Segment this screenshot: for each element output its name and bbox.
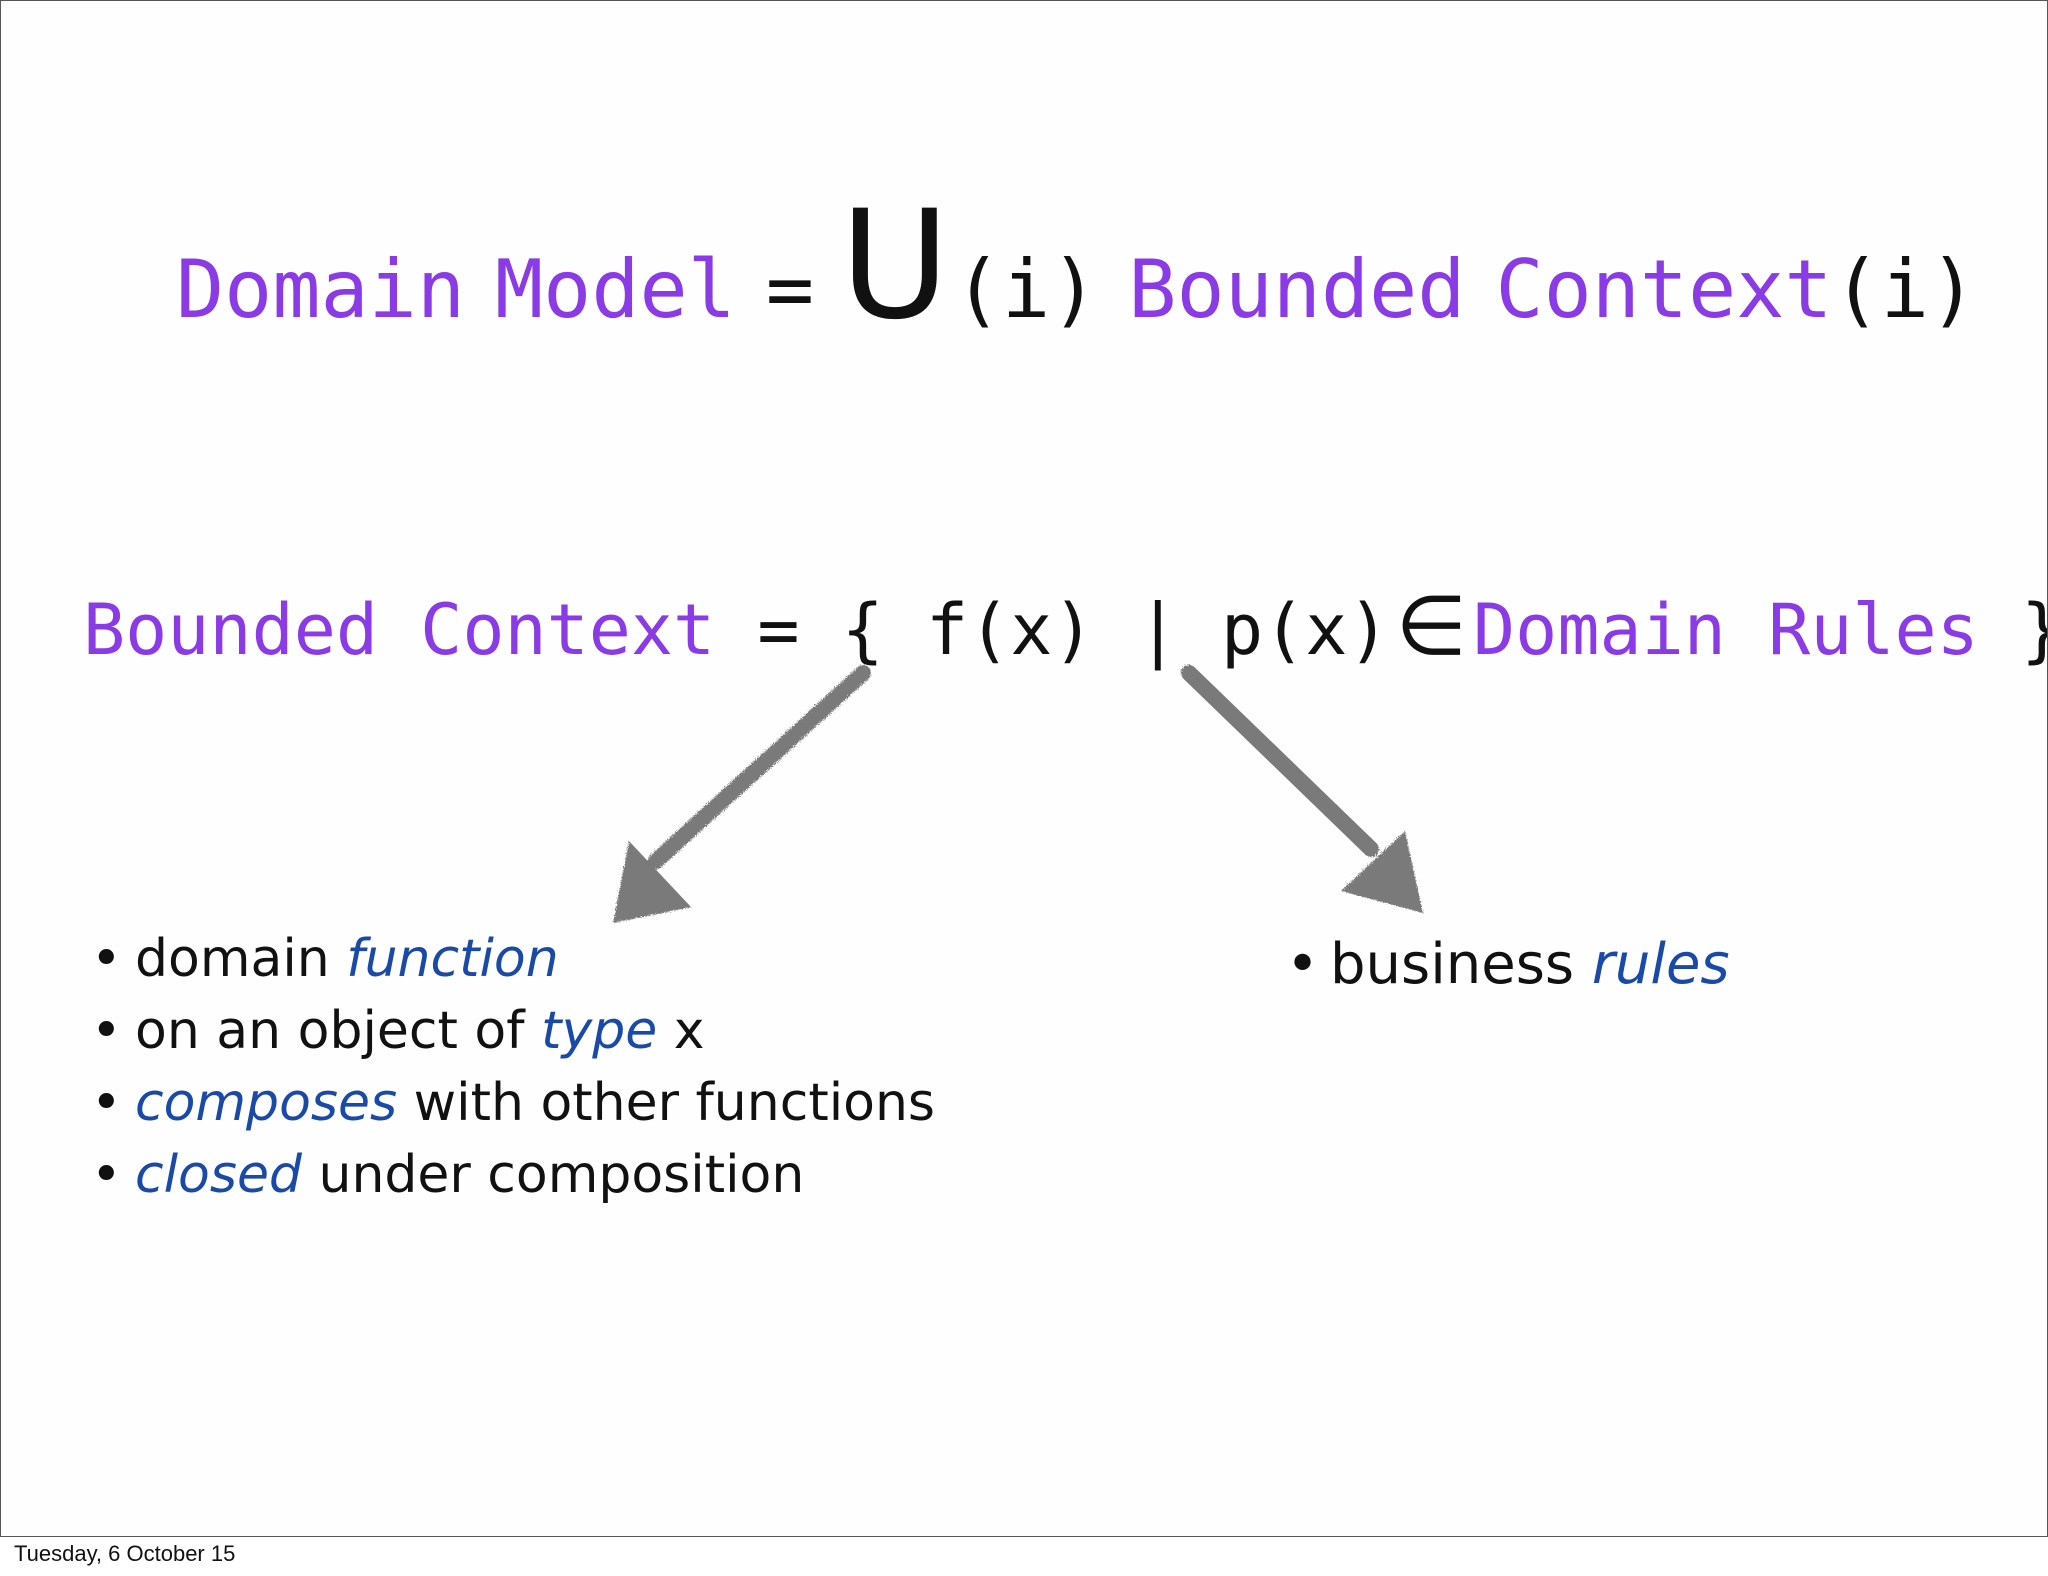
emphasis-text: type	[541, 1001, 658, 1061]
list-item: business rules	[1286, 929, 1730, 1001]
arrow-down-left-icon	[613, 665, 871, 923]
slide: Domain Model = U (i) Bounded Context (i)…	[0, 0, 2048, 1537]
emphasis-text: composes	[135, 1073, 398, 1133]
emphasis-text: closed	[135, 1145, 302, 1205]
eq2-separator: |	[1136, 589, 1179, 671]
list-item: composes with other functions	[91, 1067, 935, 1139]
function-bullet-list: domain function on an object of type x c…	[91, 923, 935, 1211]
list-item: on an object of type x	[91, 995, 935, 1067]
eq2-rhs-word1: Domain	[1473, 589, 1726, 671]
eq1-lhs-word2: Model	[494, 243, 736, 336]
eq1-equals: =	[765, 243, 814, 336]
eq2-rhs-word2: Rules	[1768, 589, 1979, 671]
eq2-equals: =	[757, 589, 800, 671]
eq2-predicate: p(x)	[1221, 589, 1390, 671]
eq1-index-open: (i)	[953, 243, 1099, 336]
eq2-brace-close: }	[2021, 595, 2047, 665]
arrow-down-right-icon	[1181, 665, 1423, 913]
eq2-function: f(x)	[925, 589, 1095, 671]
emphasis-text: rules	[1591, 932, 1730, 997]
eq1-rhs-word1: Bounded	[1128, 243, 1466, 336]
eq2-brace-open: {	[841, 589, 884, 671]
list-item: domain function	[91, 923, 935, 995]
list-item: closed under composition	[91, 1139, 935, 1211]
union-symbol: U	[839, 179, 950, 353]
domain-model-equation: Domain Model = U (i) Bounded Context (i)	[176, 191, 1977, 361]
eq1-rhs-word2: Context	[1495, 243, 1833, 336]
footer-date: Tuesday, 6 October 15	[14, 1541, 236, 1566]
element-of-symbol: ∈	[1395, 579, 1468, 674]
eq1-lhs-word1: Domain	[176, 243, 465, 336]
eq2-lhs-word2: Context	[420, 589, 716, 671]
bounded-context-equation: Bounded Context = { f(x) | p(x) ∈ Domain…	[83, 579, 2047, 674]
eq1-index-close: (i)	[1832, 243, 1978, 336]
eq2-lhs-word1: Bounded	[83, 589, 379, 671]
rules-bullet-list: business rules	[1286, 929, 1730, 1001]
emphasis-text: function	[346, 929, 559, 989]
